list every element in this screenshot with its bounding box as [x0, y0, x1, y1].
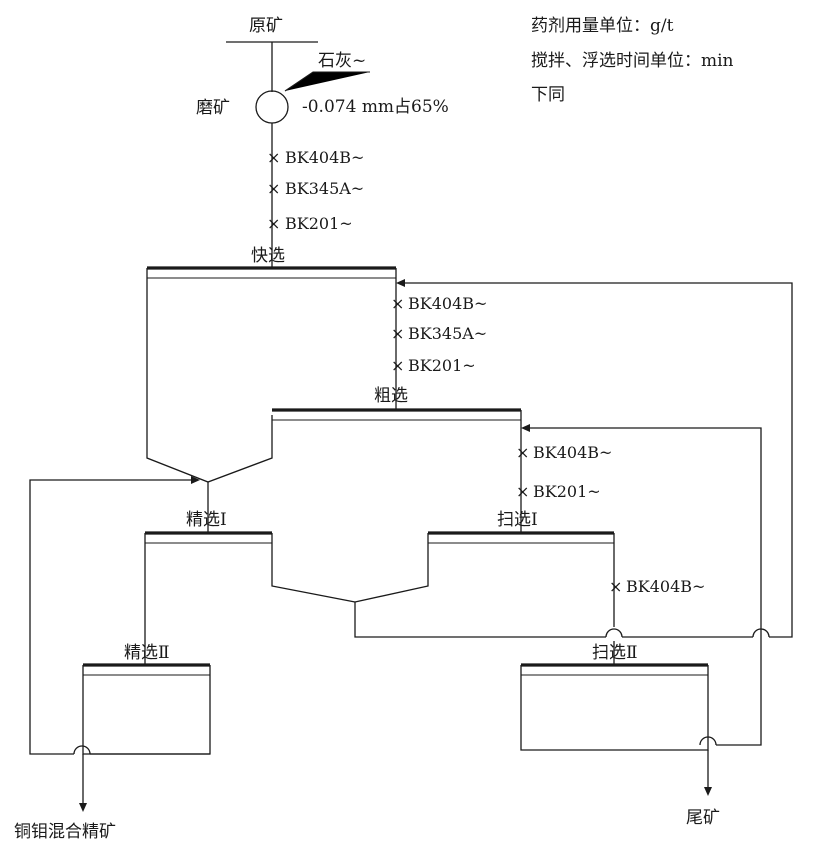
reagent-addition-mark: × [516, 443, 529, 462]
middlings-return-line-c [396, 279, 793, 638]
reagent-addition-mark: × [391, 294, 404, 313]
reagent-addition-mark: × [267, 179, 280, 198]
scavenger2-concentrate-return-line [521, 424, 762, 746]
crossover-hop [605, 628, 623, 638]
cell-scavenger2-body [520, 665, 709, 751]
reagent-scavenger1-1: BK404B~ [533, 443, 612, 462]
cell-cleaner2-body [82, 665, 211, 755]
legend-same-below: 下同 [531, 85, 565, 105]
grinding-mill-icon [255, 90, 289, 124]
stage-scavenger1: 扫选Ⅰ [497, 510, 538, 530]
label-raw-ore: 原矿 [249, 16, 283, 36]
stage-cleaner2: 精选Ⅱ [124, 643, 170, 663]
reagent-addition-mark: × [516, 482, 529, 501]
stage-scavenger2: 扫选Ⅱ [592, 643, 638, 663]
reagent-addition-mark: × [391, 324, 404, 343]
stage-rougher: 粗选 [374, 386, 408, 406]
crossover-hop [699, 736, 717, 746]
product-tailings: 尾矿 [686, 808, 720, 828]
label-lime: 石灰~ [318, 51, 366, 71]
label-fineness: -0.074 mm占65% [302, 97, 449, 117]
reagent-addition-mark: × [267, 148, 280, 167]
cleaner1-tailing-line [271, 533, 356, 603]
reagent-scavenger1-2: BK201~ [533, 482, 601, 501]
scavenger1-concentrate-line [354, 533, 429, 603]
stage-cleaner1: 精选Ⅰ [186, 510, 227, 530]
reagent-addition-mark: × [391, 356, 404, 375]
cell-quick-concentrate-launder [146, 268, 273, 483]
legend-units-time: 搅拌、浮选时间单位：min [531, 51, 734, 71]
product-concentrate: 铜钼混合精矿 [14, 822, 116, 842]
reagent-rougher-2: BK345A~ [408, 324, 487, 343]
reagent-quick-1: BK404B~ [285, 148, 364, 167]
reagent-addition-mark: × [609, 577, 622, 596]
lime-leader-line [284, 71, 370, 92]
cleaner2-tailing-return-line [29, 476, 200, 755]
reagent-addition-mark: × [267, 214, 280, 233]
stage-quick: 快选 [251, 246, 285, 266]
reagent-rougher-3: BK201~ [408, 356, 476, 375]
middlings-return-line-a [354, 602, 606, 638]
crossover-hop [73, 745, 91, 755]
legend-units-dosage: 药剂用量单位：g/t [531, 16, 674, 36]
label-grinding: 磨矿 [196, 98, 230, 118]
reagent-quick-2: BK345A~ [285, 179, 364, 198]
reagent-rougher-1: BK404B~ [408, 294, 487, 313]
reagent-scavenger2-1: BK404B~ [626, 577, 705, 596]
reagent-quick-3: BK201~ [285, 214, 353, 233]
